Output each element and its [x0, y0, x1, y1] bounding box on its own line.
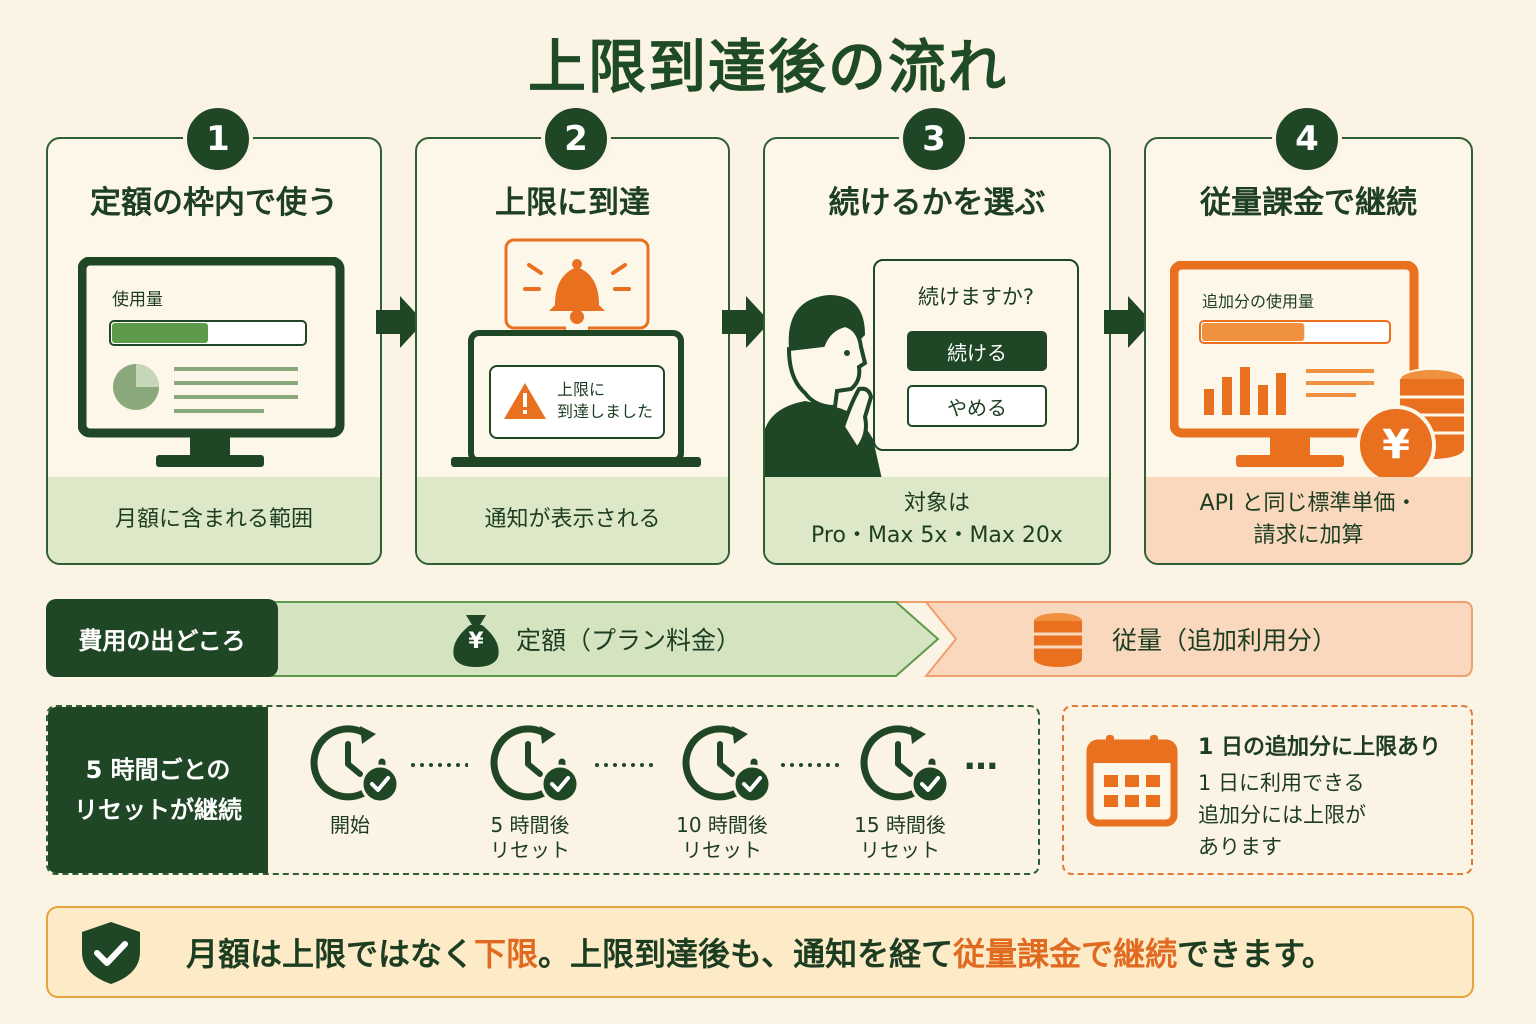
step-3-number: 3 [899, 104, 969, 174]
alert-dialog: 上限に 到達しました [489, 365, 665, 439]
clock-caption: 開始 [280, 813, 420, 838]
yen-coin-icon: ¥ [1356, 405, 1436, 485]
summary-text: 月額は上限ではなく下限。上限到達後も、通知を経て従量課金で継続できます。 [186, 908, 1334, 996]
timeline-ellipsis: … [964, 738, 998, 778]
clock-caption: 5 時間後リセット [460, 813, 600, 863]
step-1-heading: 定額の枠内で使う [90, 185, 338, 221]
monitor-icon: 使用量 [78, 257, 345, 467]
summary-highlight-1: 下限 [474, 935, 539, 973]
clock-check-icon [860, 725, 950, 804]
step-2-number: 2 [541, 104, 611, 174]
daily-limit-line-1: 1 日に利用できる [1198, 771, 1365, 795]
warning-icon [504, 383, 546, 419]
thinking-person-icon [765, 295, 883, 484]
daily-limit-line-3: あります [1198, 835, 1282, 859]
monitor-cost-icon: 追加分の使用量 [1170, 261, 1465, 467]
reset-label-line-2: リセットが継続 [74, 796, 242, 824]
step-3-foot-line-2: Pro・Max 5x・Max 20x [811, 523, 1063, 548]
clock-caption-line-2: リセット [860, 838, 940, 862]
cost-flat-label: 定額（プラン料金） [516, 626, 742, 655]
summary-part-2: 。上限到達後も、通知を経て [538, 935, 954, 973]
summary-part-3: できます。 [1177, 935, 1334, 973]
step-4-number: 4 [1272, 104, 1342, 174]
clock-caption: 10 時間後リセット [652, 813, 792, 863]
page-title: 上限到達後の流れ [527, 33, 1008, 101]
timeline-dots [411, 763, 468, 767]
cost-metered-label: 従量（追加利用分） [1112, 626, 1338, 655]
clock-check-icon [310, 725, 400, 804]
summary-part-1: 月額は上限ではなく [186, 935, 475, 973]
extra-usage-label: 追加分の使用量 [1202, 292, 1314, 311]
usage-bar-fill [112, 323, 208, 343]
shield-check-icon [82, 922, 140, 984]
step-1-number: 1 [183, 104, 253, 174]
clock-check-icon [682, 725, 772, 804]
timeline-dots [781, 763, 839, 767]
extra-usage-bar-fill [1202, 323, 1305, 341]
confirm-question: 続けますか? [917, 285, 1035, 309]
timeline-dots [595, 763, 653, 767]
summary-highlight-2: 従量課金で継続 [953, 935, 1178, 973]
step-4-foot-line-1: API と同じ標準単価・ [1199, 491, 1418, 516]
alert-line-1: 上限に [557, 380, 606, 399]
step-3-foot-line-1: 対象は [903, 491, 970, 516]
alert-line-2: 到達しました [557, 402, 654, 421]
step-3-card: 続けるかを選ぶ 続けますか? 続ける やめる 対象は Pro・Max 5x・Ma… [763, 137, 1111, 565]
cost-source-bar: 費用の出どころ ¥ 定額（プラン料金） 従量（追加利用分） [46, 599, 1474, 679]
clock-caption-line-2: リセット [490, 838, 570, 862]
summary-banner: 月額は上限ではなく下限。上限到達後も、通知を経て従量課金で継続できます。 [46, 906, 1474, 998]
continue-button[interactable]: 続ける [907, 331, 1047, 371]
money-bag-icon [453, 615, 499, 667]
step-2-card: 上限に到達 上限に 到達しました 通知が表示される [415, 137, 730, 565]
step-1-foot: 月額に含まれる範囲 [48, 477, 380, 563]
step-4-foot-line-2: 請求に加算 [1253, 523, 1364, 548]
calendar-icon [1086, 735, 1178, 827]
step-4-card: 従量課金で継続 追加分の使用量 ¥ API と同じ標準単価・ 請求に加算 [1144, 137, 1473, 565]
step-1-card: 定額の枠内で使う 使用量 月額に含まれる範囲 [46, 137, 382, 565]
clock-caption-line-1: 開始 [330, 813, 370, 837]
clock-caption-line-1: 5 時間後 [490, 813, 570, 837]
arrow-right-icon [722, 296, 770, 348]
clock-caption-line-2: リセット [682, 838, 762, 862]
confirm-dialog: 続けますか? 続ける やめる [873, 259, 1079, 451]
step-3-heading: 続けるかを選ぶ [828, 185, 1046, 221]
usage-label: 使用量 [112, 289, 163, 310]
arrow-right-icon [376, 296, 424, 348]
clock-caption: 15 時間後リセット [830, 813, 970, 863]
coin-stack-icon [1034, 613, 1082, 667]
step-2-heading: 上限に到達 [495, 185, 650, 221]
clock-check-icon [490, 725, 580, 804]
money-bag-yen: ¥ [468, 629, 484, 654]
daily-limit-line-2: 追加分には上限が [1198, 803, 1366, 827]
step-3-foot: 対象は Pro・Max 5x・Max 20x [765, 477, 1109, 563]
clock-caption-line-1: 10 時間後 [676, 813, 768, 837]
clock-caption-line-1: 15 時間後 [854, 813, 946, 837]
arrow-right-icon [1104, 296, 1152, 348]
daily-limit-title: 1 日の追加分に上限あり [1198, 735, 1441, 760]
step-4-foot: API と同じ標準単価・ 請求に加算 [1146, 477, 1471, 563]
step-4-heading: 従量課金で継続 [1200, 185, 1417, 221]
step-2-foot: 通知が表示される [417, 477, 728, 563]
bell-notification-icon [504, 238, 650, 346]
cost-source-label: 費用の出どころ [46, 599, 278, 677]
stop-button[interactable]: やめる [907, 385, 1047, 427]
daily-limit-text: 1 日に利用できる 追加分には上限が あります [1198, 767, 1366, 863]
reset-label-line-1: 5 時間ごとの [85, 756, 231, 784]
daily-limit-box: 1 日の追加分に上限あり 1 日に利用できる 追加分には上限が あります [1062, 705, 1473, 875]
reset-cycle-label: 5 時間ごとの リセットが継続 [48, 707, 268, 873]
reset-cycle-box: 5 時間ごとの リセットが継続 [46, 705, 1040, 875]
